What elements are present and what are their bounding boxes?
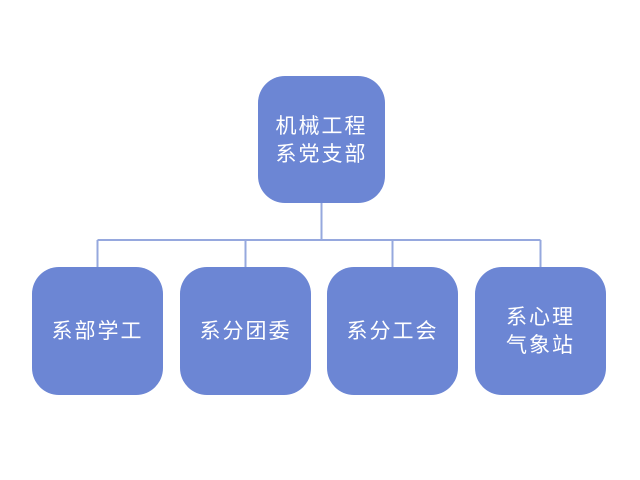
org-node-child-4-label: 系心理 气象站 — [506, 305, 575, 357]
org-node-child-3[interactable]: 系分工会 — [327, 267, 458, 395]
org-node-child-1-label: 系部学工 — [51, 319, 144, 343]
org-node-root[interactable]: 机械工程 系党支部 — [258, 76, 385, 203]
org-node-child-2[interactable]: 系分团委 — [180, 267, 311, 395]
org-node-child-3-label: 系分工会 — [346, 319, 439, 343]
org-node-root-label: 机械工程 系党支部 — [275, 113, 368, 166]
org-node-child-2-label: 系分团委 — [199, 319, 292, 343]
org-node-child-4[interactable]: 系心理 气象站 — [475, 267, 606, 395]
org-node-child-1[interactable]: 系部学工 — [32, 267, 163, 395]
